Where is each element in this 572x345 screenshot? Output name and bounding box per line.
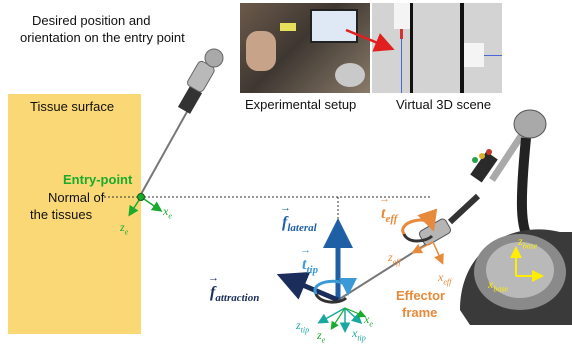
x-base-symbol: xbase (488, 277, 508, 294)
x-e-symbol: xe (163, 204, 172, 221)
effector-frame-label-line2: frame (402, 305, 438, 320)
f-attraction-arrow (276, 271, 339, 303)
desired-label-line1: Desired position and (32, 13, 151, 28)
entry-point-label: Entry-point (63, 172, 133, 187)
robot-base (460, 229, 572, 325)
t-tip-rotation-icon (313, 277, 357, 296)
normal-label-line2: the tissues (30, 207, 93, 222)
f-lateral-symbol: flateral → (280, 202, 317, 235)
virtual-scene-caption: Virtual 3D scene (396, 97, 492, 112)
z-eff-symbol: zeff (388, 250, 401, 267)
z-e-tip-symbol: ze (317, 328, 326, 345)
normal-label-line1: Normal of (48, 190, 105, 205)
link-arrow (345, 28, 395, 52)
x-e-tip-symbol: xe (364, 312, 373, 329)
effector-frame-label-line1: Effector (396, 288, 446, 303)
t-tip-symbol: ttip → (300, 244, 319, 277)
x-tip-symbol: xtip (352, 326, 366, 343)
tissue-surface-label: Tissue surface (30, 99, 115, 114)
experimental-setup-photo (240, 3, 370, 93)
tip-frame-axes (317, 307, 367, 333)
z-e-symbol: ze (120, 220, 129, 237)
z-base-symbol: zbase (518, 234, 538, 251)
base-frame-axes (510, 246, 544, 282)
virtual-scene-image (372, 3, 502, 93)
entry-frame-axes (128, 193, 163, 217)
z-tip-symbol: ztip (296, 318, 310, 335)
t-eff-rotation-icon (401, 208, 438, 235)
f-attraction-symbol: fattraction → (208, 272, 260, 305)
entry-point-marker (137, 193, 145, 201)
tissue-surface-block (8, 94, 141, 334)
desired-instrument-icon (139, 48, 224, 197)
experimental-setup-caption: Experimental setup (245, 97, 357, 112)
x-eff-symbol: xeff (438, 270, 452, 287)
effector-frame-axes (401, 208, 444, 265)
desired-label-line2: orientation on the entry point (20, 30, 185, 45)
t-eff-symbol: teff → (379, 193, 398, 226)
